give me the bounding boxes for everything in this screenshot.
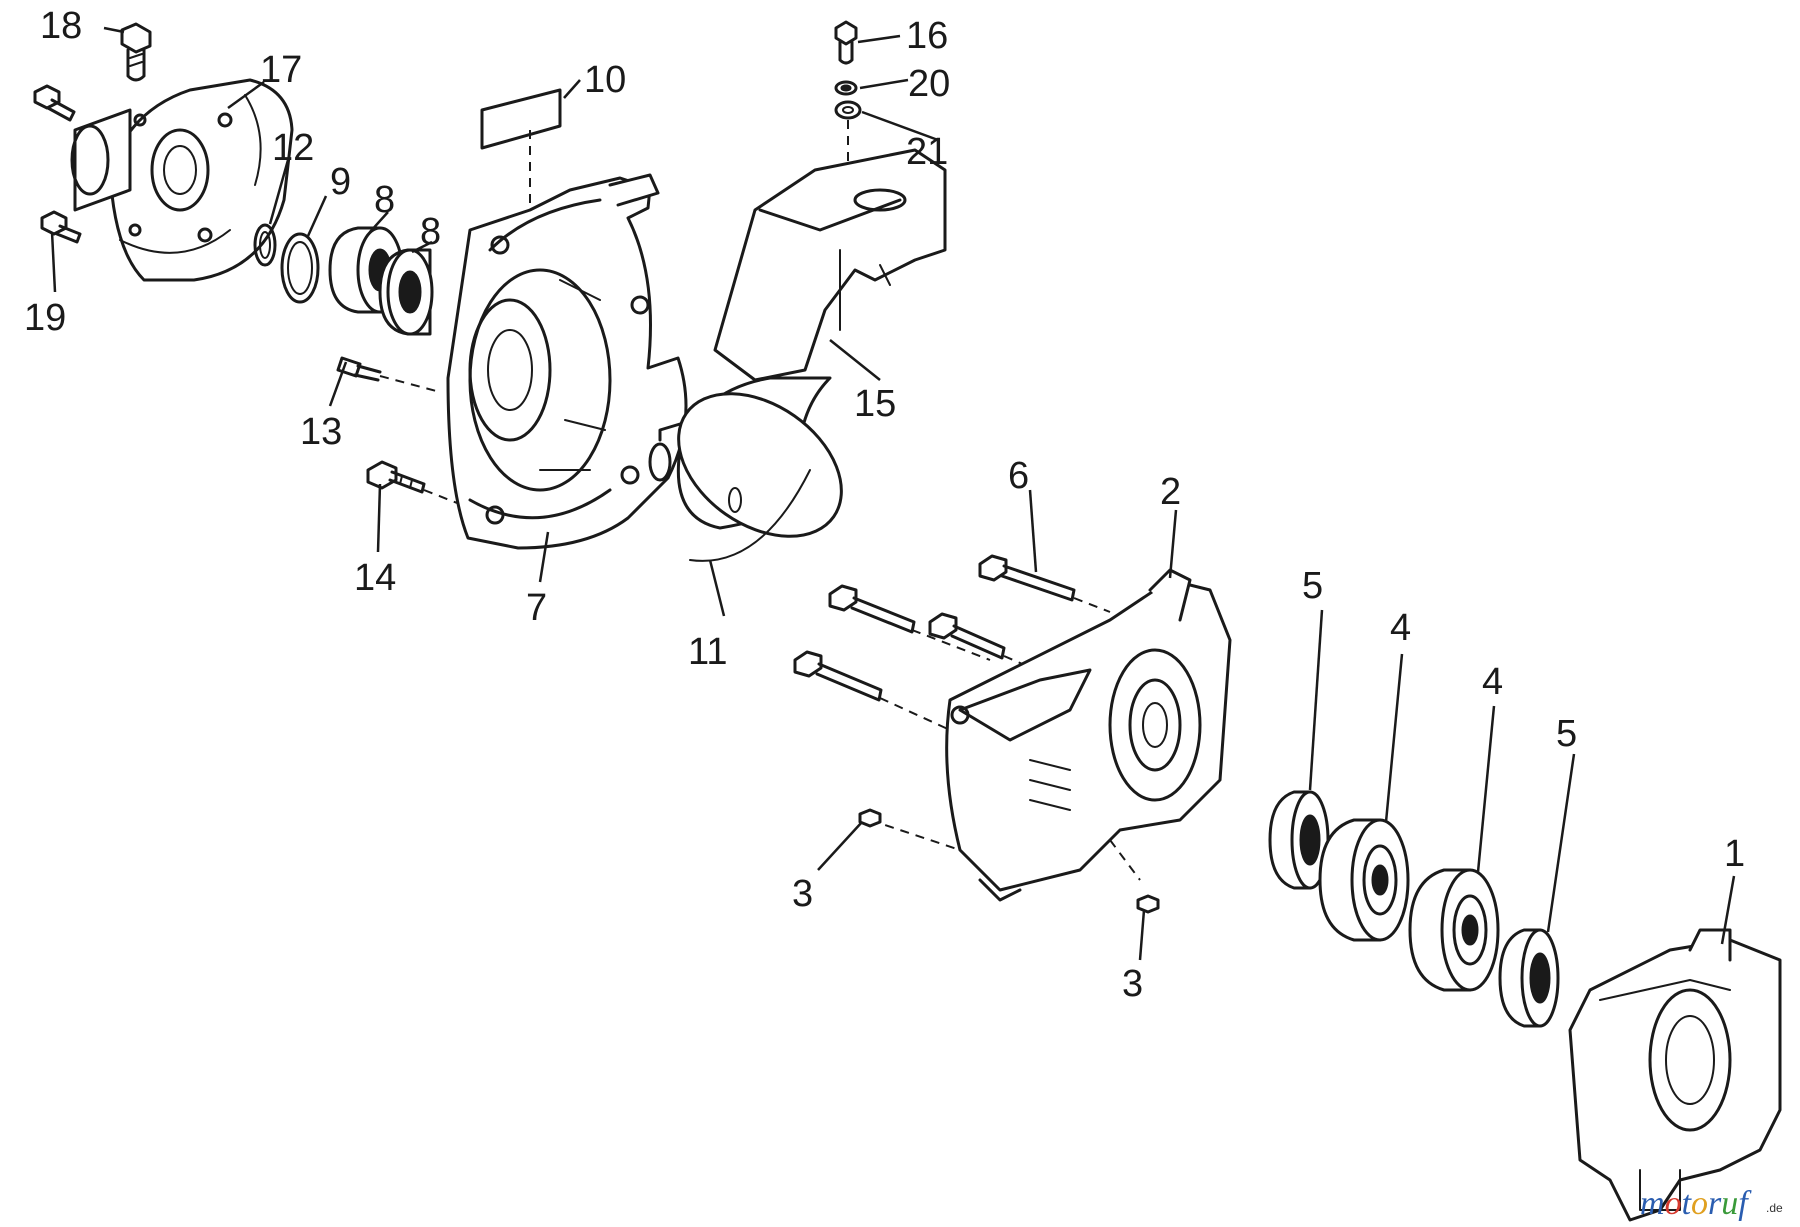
callout-11: 11: [688, 631, 727, 673]
part-10-label-plate: [480, 88, 562, 150]
leader-lines: [50, 26, 1736, 961]
callouts: 18 17 19 12 9 8 8 10 13 14 7 11 16 20 21…: [24, 5, 1745, 1005]
part-19-bolt: [40, 210, 82, 244]
callout-3-b: 3: [1122, 963, 1143, 1005]
part-12-snap-ring: [253, 223, 277, 267]
part-14-screw: [366, 460, 426, 494]
part-3-dowel-b: [1136, 894, 1160, 914]
part-9-circlip: [280, 232, 320, 304]
watermark-logo: motoruf .de: [1640, 1185, 1783, 1222]
dash-3a: [869, 819, 961, 851]
dash-6c: [1003, 655, 1051, 677]
callout-6: 6: [1008, 455, 1029, 497]
part-bolt-c: [793, 650, 883, 702]
part-4-bearing-b: [1408, 868, 1500, 992]
part-3-dowel-a: [858, 808, 882, 828]
callout-4-b: 4: [1482, 661, 1503, 703]
callout-2: 2: [1160, 471, 1181, 513]
callout-19: 19: [24, 297, 66, 339]
part-17-cover: [70, 78, 294, 282]
callout-1: 1: [1724, 833, 1745, 875]
callout-9: 9: [330, 161, 351, 203]
dash-6d: [879, 697, 951, 731]
callout-7: 7: [526, 587, 547, 629]
part-8-bearing-b: [378, 248, 434, 336]
callout-13: 13: [300, 411, 342, 453]
part-bolt-upper-left: [33, 84, 76, 122]
callout-3-a: 3: [792, 873, 813, 915]
dash-6a: [1073, 597, 1111, 613]
part-6-bolt-top: [978, 554, 1076, 602]
callout-18: 18: [40, 5, 82, 47]
callout-17: 17: [260, 49, 302, 91]
part-5-seal-b: [1498, 928, 1560, 1028]
part-20-washer: [834, 80, 858, 96]
part-bolt-a: [828, 584, 916, 634]
callout-16: 16: [906, 15, 948, 57]
part-16-screw: [834, 20, 858, 65]
callout-21: 21: [906, 131, 948, 173]
part-4-bearing-a: [1318, 818, 1410, 942]
part-11-clutch-drum: [648, 376, 843, 562]
callout-15: 15: [854, 383, 896, 425]
callout-10: 10: [584, 59, 626, 101]
dash-13: [379, 375, 441, 393]
dash-6b: [911, 629, 991, 661]
callout-8-a: 8: [374, 179, 395, 221]
callout-12: 12: [272, 127, 314, 169]
part-21-washer: [834, 100, 862, 120]
part-bolt-b: [928, 612, 1006, 660]
part-18-bolt: [120, 22, 152, 82]
callout-8-b: 8: [420, 211, 441, 253]
part-7-fan-housing: [446, 173, 688, 550]
part-15-cylinder-cover: [713, 148, 947, 382]
part-5-seal-a: [1268, 790, 1330, 890]
callout-4-a: 4: [1390, 607, 1411, 649]
part-2-crankcase: [945, 568, 1232, 902]
callout-14: 14: [354, 557, 396, 599]
callout-20: 20: [908, 63, 950, 105]
watermark-text: motoruf: [1640, 1185, 1752, 1222]
callout-5-a: 5: [1302, 565, 1323, 607]
dash-3b: [1109, 839, 1141, 881]
part-1-crankcase: [1568, 928, 1782, 1222]
watermark-domain: .de: [1766, 1201, 1783, 1215]
callout-5-b: 5: [1556, 713, 1577, 755]
